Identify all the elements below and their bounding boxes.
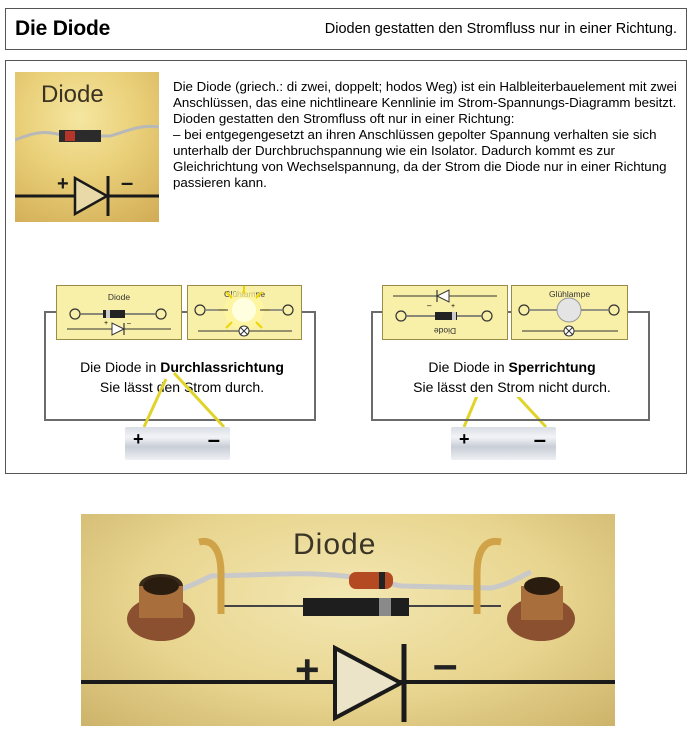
circuit-forward-lamp-card: Glühlampe xyxy=(187,285,302,340)
svg-text:+: + xyxy=(104,320,108,327)
page-header: Die Diode Dioden gestatten den Stromflus… xyxy=(5,8,687,50)
circuit-forward-caption-prefix: Die Diode in xyxy=(80,359,161,375)
circuit-forward-caption-line2: Sie lässt den Strom durch. xyxy=(99,379,265,395)
intro-paragraph-2: Dioden gestatten den Stromfluss oft nur … xyxy=(173,111,515,126)
svg-text:–: – xyxy=(127,320,131,327)
circuit-forward-battery-plus: + xyxy=(133,429,144,449)
diode-card-photo-label: Diode xyxy=(41,81,104,108)
diode-card-photo-drawing: + – xyxy=(15,124,159,217)
circuit-forward-caption: Die Diode in Durchlassrichtung Sie lässt… xyxy=(62,357,302,397)
diode-board-photo: Diode + – xyxy=(81,514,615,726)
svg-text:–: – xyxy=(427,301,432,310)
circuit-forward-diode-card: Diode + – xyxy=(56,285,182,340)
page-title: Die Diode xyxy=(15,17,111,40)
diode-board-photo-label: Diode xyxy=(293,528,377,561)
circuit-forward-battery: + – xyxy=(125,427,230,460)
circuit-reverse-lamp-drawing xyxy=(518,297,620,337)
diode-board-photo-plus: + xyxy=(295,646,320,693)
circuit-reverse-lamp-card: Glühlampe xyxy=(511,285,628,340)
diode-board-photo-drawing xyxy=(81,537,615,722)
circuit-forward-diode-card-label: Diode xyxy=(107,292,131,302)
content-box: Diode + – Die Diode (griech.: di zwei, d… xyxy=(5,60,687,474)
circuit-reverse-battery-plus: + xyxy=(459,429,470,449)
intro-paragraph-1: Die Diode (griech.: di zwei, doppelt; ho… xyxy=(173,79,677,110)
circuit-reverse-caption-line2: Sie lässt den Strom nicht durch. xyxy=(413,379,611,395)
svg-text:+: + xyxy=(451,303,455,310)
circuit-forward-caption-bold: Durchlassrichtung xyxy=(160,359,284,375)
intro-text: Die Diode (griech.: di zwei, doppelt; ho… xyxy=(173,79,679,191)
circuit-reverse-diode-card: – + Diode xyxy=(382,285,508,340)
circuit-reverse-battery: + – xyxy=(451,427,556,460)
circuit-forward-lamp-drawing xyxy=(194,286,294,337)
svg-text:–: – xyxy=(121,170,133,195)
circuit-reverse-caption-bold: Sperrichtung xyxy=(508,359,596,375)
intro-paragraph-3: – bei entgegengesetzt an ihren Anschlüss… xyxy=(173,127,667,190)
circuit-reverse-wire xyxy=(371,311,650,421)
svg-text:+: + xyxy=(57,173,69,195)
circuit-reverse-diode-card-label: Diode xyxy=(433,326,457,336)
circuit-reverse-diode-drawing: – + xyxy=(393,289,497,322)
circuit-reverse-battery-minus: – xyxy=(533,427,546,452)
diode-card-photo: Diode + – xyxy=(15,72,159,222)
diode-board-photo-minus: – xyxy=(433,640,458,689)
circuit-forward-battery-minus: – xyxy=(207,427,220,452)
circuit-reverse-lamp-card-label: Glühlampe xyxy=(548,289,591,299)
page-subtitle: Dioden gestatten den Stromfluss nur in e… xyxy=(324,21,677,37)
circuit-reverse-caption-prefix: Die Diode in xyxy=(428,359,509,375)
circuit-reverse-caption: Die Diode in Sperrichtung Sie lässt den … xyxy=(384,357,640,397)
circuit-forward-diode-drawing: + – xyxy=(67,308,171,336)
